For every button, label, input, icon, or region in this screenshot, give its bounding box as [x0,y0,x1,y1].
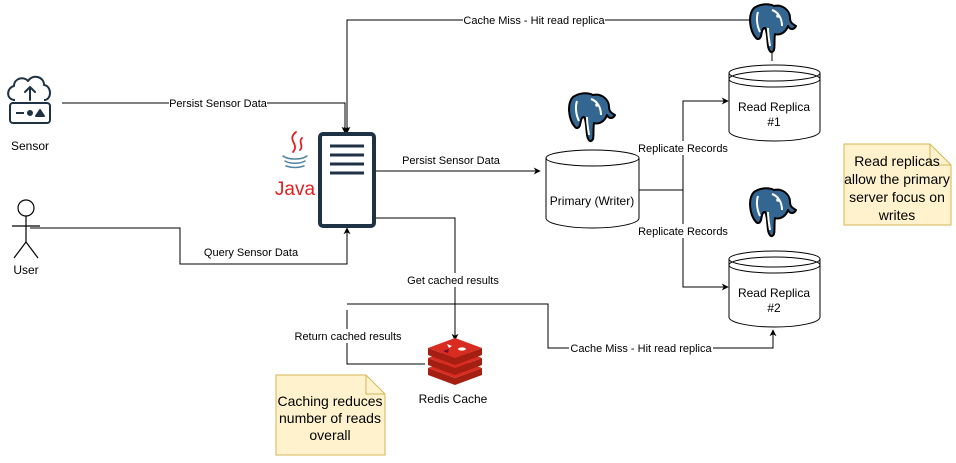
edge-server-to-replica2 [347,303,777,349]
edge-label-get-cached: Get cached results [404,273,502,287]
note-replicas-line1: Read replicas [854,153,940,169]
stick-figure-icon [12,199,40,259]
svg-text:Cache Miss - Hit read replica: Cache Miss - Hit read replica [570,343,712,355]
edge-user-to-server [30,227,351,265]
note-caching-line2: number of reads [279,410,381,426]
redis-logo-icon [428,338,482,385]
postgresql-elephant-icon [568,92,616,143]
svg-text:Query Sensor Data: Query Sensor Data [204,247,299,259]
svg-text:Return cached results: Return cached results [295,331,402,343]
replica1-label-line2: #1 [767,115,781,129]
user-node: User [12,199,40,277]
edge-label-cache-miss-bottom: Cache Miss - Hit read replica [569,341,713,355]
redis-cache-node: Redis Cache [419,338,488,406]
sensor-label: Sensor [11,139,49,153]
read-replica-2: Read Replica #2 [728,187,821,328]
svg-text:Cache Miss - Hit read replica: Cache Miss - Hit read replica [463,15,605,27]
svg-text:Persist Sensor Data: Persist Sensor Data [169,98,268,110]
note-caching-line3: overall [309,427,350,443]
primary-label: Primary (Writer) [550,194,634,208]
primary-db: Primary (Writer) [545,92,640,229]
replica2-label-line1: Read Replica [738,286,810,300]
sensor-node: Sensor [7,75,51,153]
note-read-replicas: Read replicas allow the primary server f… [843,143,952,226]
edge-label-persist-primary: Persist Sensor Data [402,155,501,167]
edge-redis-to-server [346,310,425,365]
edge-label-replicate-top: Replicate Records [636,141,730,155]
replica1-label-line1: Read Replica [738,100,810,114]
edge-label-return-cached: Return cached results [292,329,404,343]
svg-text:Replicate Records: Replicate Records [638,143,728,155]
note-caching-line1: Caching reduces [277,393,382,409]
read-replica-1: Read Replica #1 [728,3,821,142]
user-label: User [13,263,38,277]
java-label: Java [275,179,316,200]
java-logo-icon: Java [275,131,316,200]
edge-sensor-to-server [62,102,349,134]
edge-label-replicate-bottom: Replicate Records [636,224,730,238]
edge-replica1-to-server [343,19,773,134]
note-replicas-line4: writes [878,207,916,223]
postgresql-elephant-icon [749,187,797,238]
svg-text:Get cached results: Get cached results [407,275,499,287]
svg-text:Replicate Records: Replicate Records [638,226,728,238]
note-replicas-line2: allow the primary [844,171,950,187]
edge-label-query: Query Sensor Data [204,247,299,259]
edge-primary-to-replica2 [682,190,729,291]
edge-server-to-redis [375,217,459,341]
server-icon [318,132,376,228]
note-caching: Caching reduces number of reads overall [275,374,386,456]
note-replicas-line3: server focus on [849,189,945,205]
postgresql-elephant-icon [749,3,797,54]
cloud-upload-sensor-icon [7,75,51,124]
redis-label: Redis Cache [419,392,488,406]
replica2-label-line2: #2 [767,301,781,315]
edge-label-persist-top: Persist Sensor Data [169,96,268,110]
svg-text:Persist Sensor Data: Persist Sensor Data [402,155,501,167]
edge-label-cache-miss-top: Cache Miss - Hit read replica [463,13,605,27]
